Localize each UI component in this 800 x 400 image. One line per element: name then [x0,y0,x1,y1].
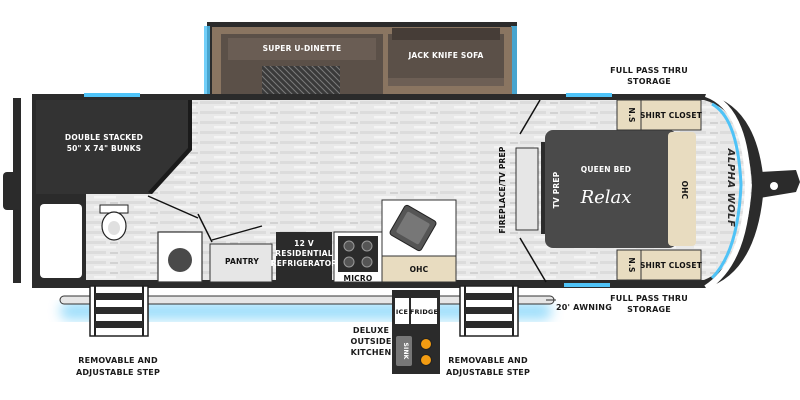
bunk-room [36,100,199,219]
label-storage-bottom-line1: FULL PASS THRU [610,294,688,303]
label-storage-bottom-line2: STORAGE [627,305,671,314]
label-outside-kitchen-line3: KITCHEN [351,348,392,357]
label-fridge-line3: REFRIGERATOR [271,259,338,268]
label-fridge-outside: FRIDGE [410,308,438,316]
label-ohc-bed: OHC [680,181,689,200]
label-step-left-line1: REMOVABLE AND [78,356,158,365]
kitchen-counter [381,199,457,283]
label-micro: MICRO [344,274,373,283]
label-step-right-line1: REMOVABLE AND [448,356,528,365]
label-queen-bed: QUEEN BED [581,165,631,174]
label-storage-top-line1: FULL PASS THRU [610,66,688,75]
label-ice: ICE [396,308,408,316]
label-step-left-line2: ADJUSTABLE STEP [76,368,160,377]
label-bunks-line2: 50" X 74" BUNKS [67,144,142,153]
label-fireplace-tv: FIREPLACE/TV PREP [498,146,507,233]
label-shirt-closet-top: SHIRT CLOSET [640,111,703,120]
label-sink: SINK [402,342,409,359]
shirt-closet-top [640,99,702,131]
label-ns-top: N.S [627,107,636,122]
front-cap [704,91,752,291]
ice-compartment [395,298,409,324]
label-storage-top-line2: STORAGE [627,77,671,86]
label-tv-prep: TV PREP [552,171,561,208]
queen-bed [545,130,677,248]
step-left [89,285,149,337]
pantry [209,243,273,283]
bath-sink [168,248,192,272]
label-fridge-line2: RESIDENTIAL [275,249,332,258]
jack-knife-sofa [388,34,504,80]
fireplace-tv-prep [515,147,539,231]
rear-bumper [3,98,21,283]
label-bed-brand: Relax [580,187,632,208]
range [333,231,383,283]
label-super-dinette: SUPER U-DINETTE [263,44,342,53]
outside-kitchen [392,290,440,374]
label-pantry: PANTRY [225,257,259,266]
label-bunks-line1: DOUBLE STACKED [65,133,143,142]
label-awning: 20' AWNING [556,303,612,312]
refrigerator [276,232,332,282]
label-fridge-line1: 12 V [294,239,314,248]
shirt-closet-bottom [640,249,702,281]
label-outside-kitchen-line1: DELUXE [353,326,389,335]
label-ns-bottom: N.S [627,257,636,272]
label-shirt-closet-bottom: SHIRT CLOSET [640,261,703,270]
label-ohc-kitchen: OHC [410,265,429,274]
outside-burner [420,338,432,350]
label-outside-kitchen-line2: OUTSIDE [351,337,392,346]
step-right [459,285,519,337]
bathroom [36,194,213,284]
logo-alpha-wolf: ALPHA WOLF [725,148,736,228]
label-jack-knife-sofa: JACK KNIFE SOFA [407,51,483,60]
bed-ohc [668,132,696,246]
hitch [760,170,800,198]
outside-fridge [411,298,437,324]
bedroom [515,99,702,283]
label-step-right-line2: ADJUSTABLE STEP [446,368,530,377]
labels: SUPER U-DINETTE JACK KNIFE SOFA DOUBLE S… [65,44,736,377]
